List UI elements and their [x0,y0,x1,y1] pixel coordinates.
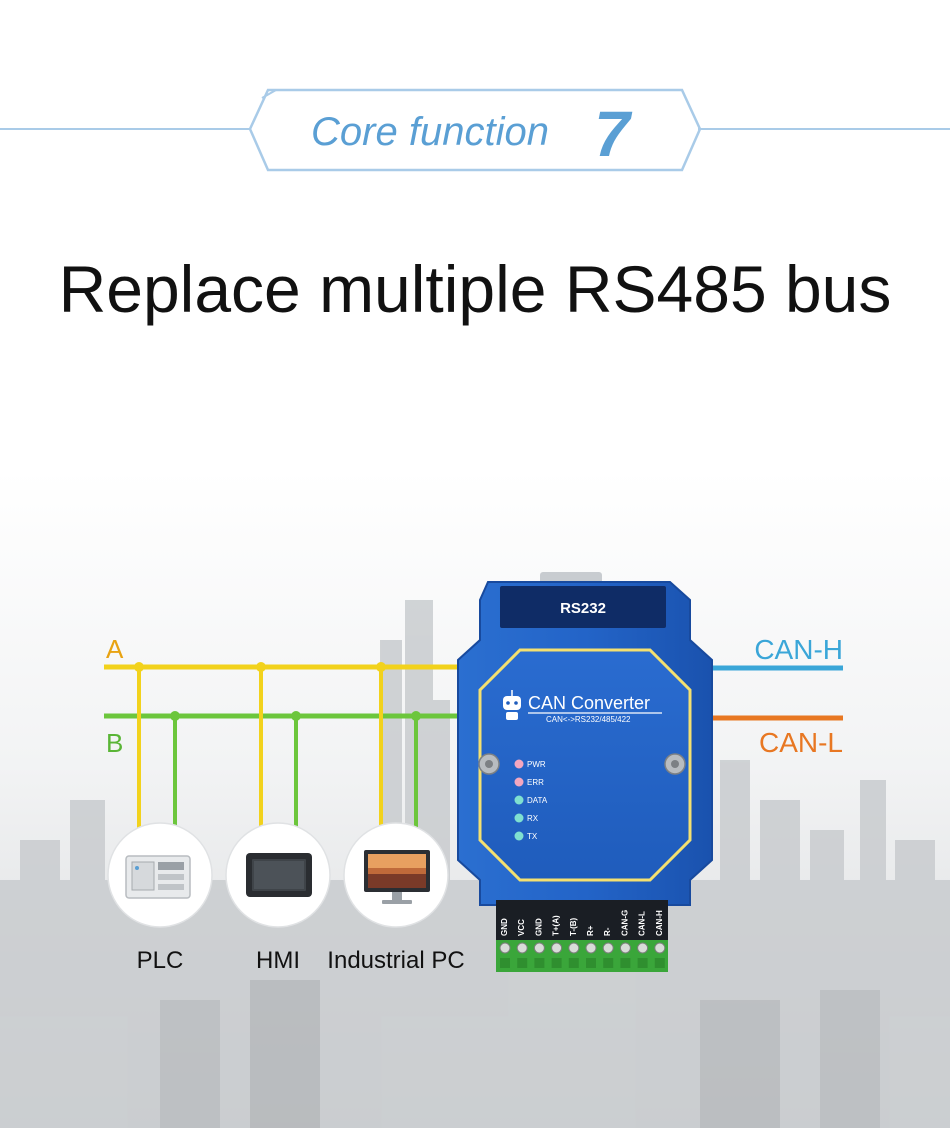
led-label: TX [527,832,538,841]
can-l-label: CAN-L [759,727,843,758]
line-b-label: B [106,728,123,758]
terminal-socket [551,958,562,968]
device-label: Industrial PC [327,947,464,974]
screw-icon [478,753,686,775]
converter-subtitle: CAN<->RS232/485/422 [546,715,631,724]
bus-drops [134,662,421,830]
port-label: RS232 [560,600,606,617]
plc-icon [125,855,191,899]
terminal-socket [654,958,665,968]
device-plc: PLC [107,822,213,974]
terminal-labels: GND VCC GND T+(A) T-(B) R+ R- CAN-G CAN-L CAN-H [499,910,666,968]
led-data [514,795,524,805]
device-hmi: HMI [225,822,331,974]
terminal-screw-icon [619,942,631,954]
terminal-label: VCC [517,919,526,936]
led-label: DATA [527,796,548,805]
device-industrial-pc: Industrial PC [327,822,465,974]
led-indicators: PWR ERR DATA RX TX [514,759,548,841]
terminal-socket [534,958,545,968]
terminal-label: R+ [586,925,595,936]
can-h-label: CAN-H [754,634,843,665]
terminal-label: GND [500,918,509,936]
hmi-icon [246,853,312,897]
core-function-badge: Core function 7 [0,88,950,172]
terminal-screw-icon [568,942,580,954]
rs485-bus: A B [104,634,470,830]
terminal-socket [517,958,528,968]
line-a-label: A [106,634,124,664]
terminal-label: T-(B) [569,917,578,936]
robot-logo-icon [503,690,521,720]
headline: Replace multiple RS485 bus [59,252,892,326]
led-rx [514,813,524,823]
face-plate [478,648,692,882]
led-pwr [514,759,524,769]
led-label: PWR [527,760,546,769]
terminal-socket [500,958,510,968]
can-converter-device: RS232 CAN Converter CAN<->RS232/485/422 … [457,572,713,972]
led-label: ERR [527,778,544,787]
terminal-label: R- [603,927,612,936]
terminal-screw-icon [585,942,597,954]
can-bus: CAN-H CAN-L [700,634,843,758]
terminal-screw-icon [637,942,649,954]
led-label: RX [527,814,539,823]
terminal-label: CAN-H [655,910,664,936]
badge-text: Core function [311,110,549,154]
device-list: PLC HMI Industrial PC [107,822,465,974]
terminal-label: T+(A) [552,915,561,936]
terminal-label: CAN-L [638,911,647,936]
terminal-socket [603,958,614,968]
converter-title: CAN Converter [528,693,650,713]
terminal-screw-icon [516,942,528,954]
device-label: PLC [137,947,184,974]
terminal-label: CAN-G [620,910,629,936]
badge-number: 7 [594,98,633,170]
industrial-pc-icon [364,850,430,904]
led-err [514,777,524,787]
terminal-screw-icon [499,942,511,954]
terminal-screw-icon [551,942,563,954]
terminal-screw-icon [654,942,666,954]
port-panel [500,586,666,628]
terminal-label: GND [534,918,543,936]
terminal-socket [637,958,648,968]
terminal-screw-icon [533,942,545,954]
terminal-socket [568,958,579,968]
terminal-socket [620,958,631,968]
terminal-socket [586,958,596,968]
device-label: HMI [256,947,300,974]
led-tx [514,831,524,841]
terminal-screw-icon [602,942,614,954]
badge-frame [248,88,702,172]
